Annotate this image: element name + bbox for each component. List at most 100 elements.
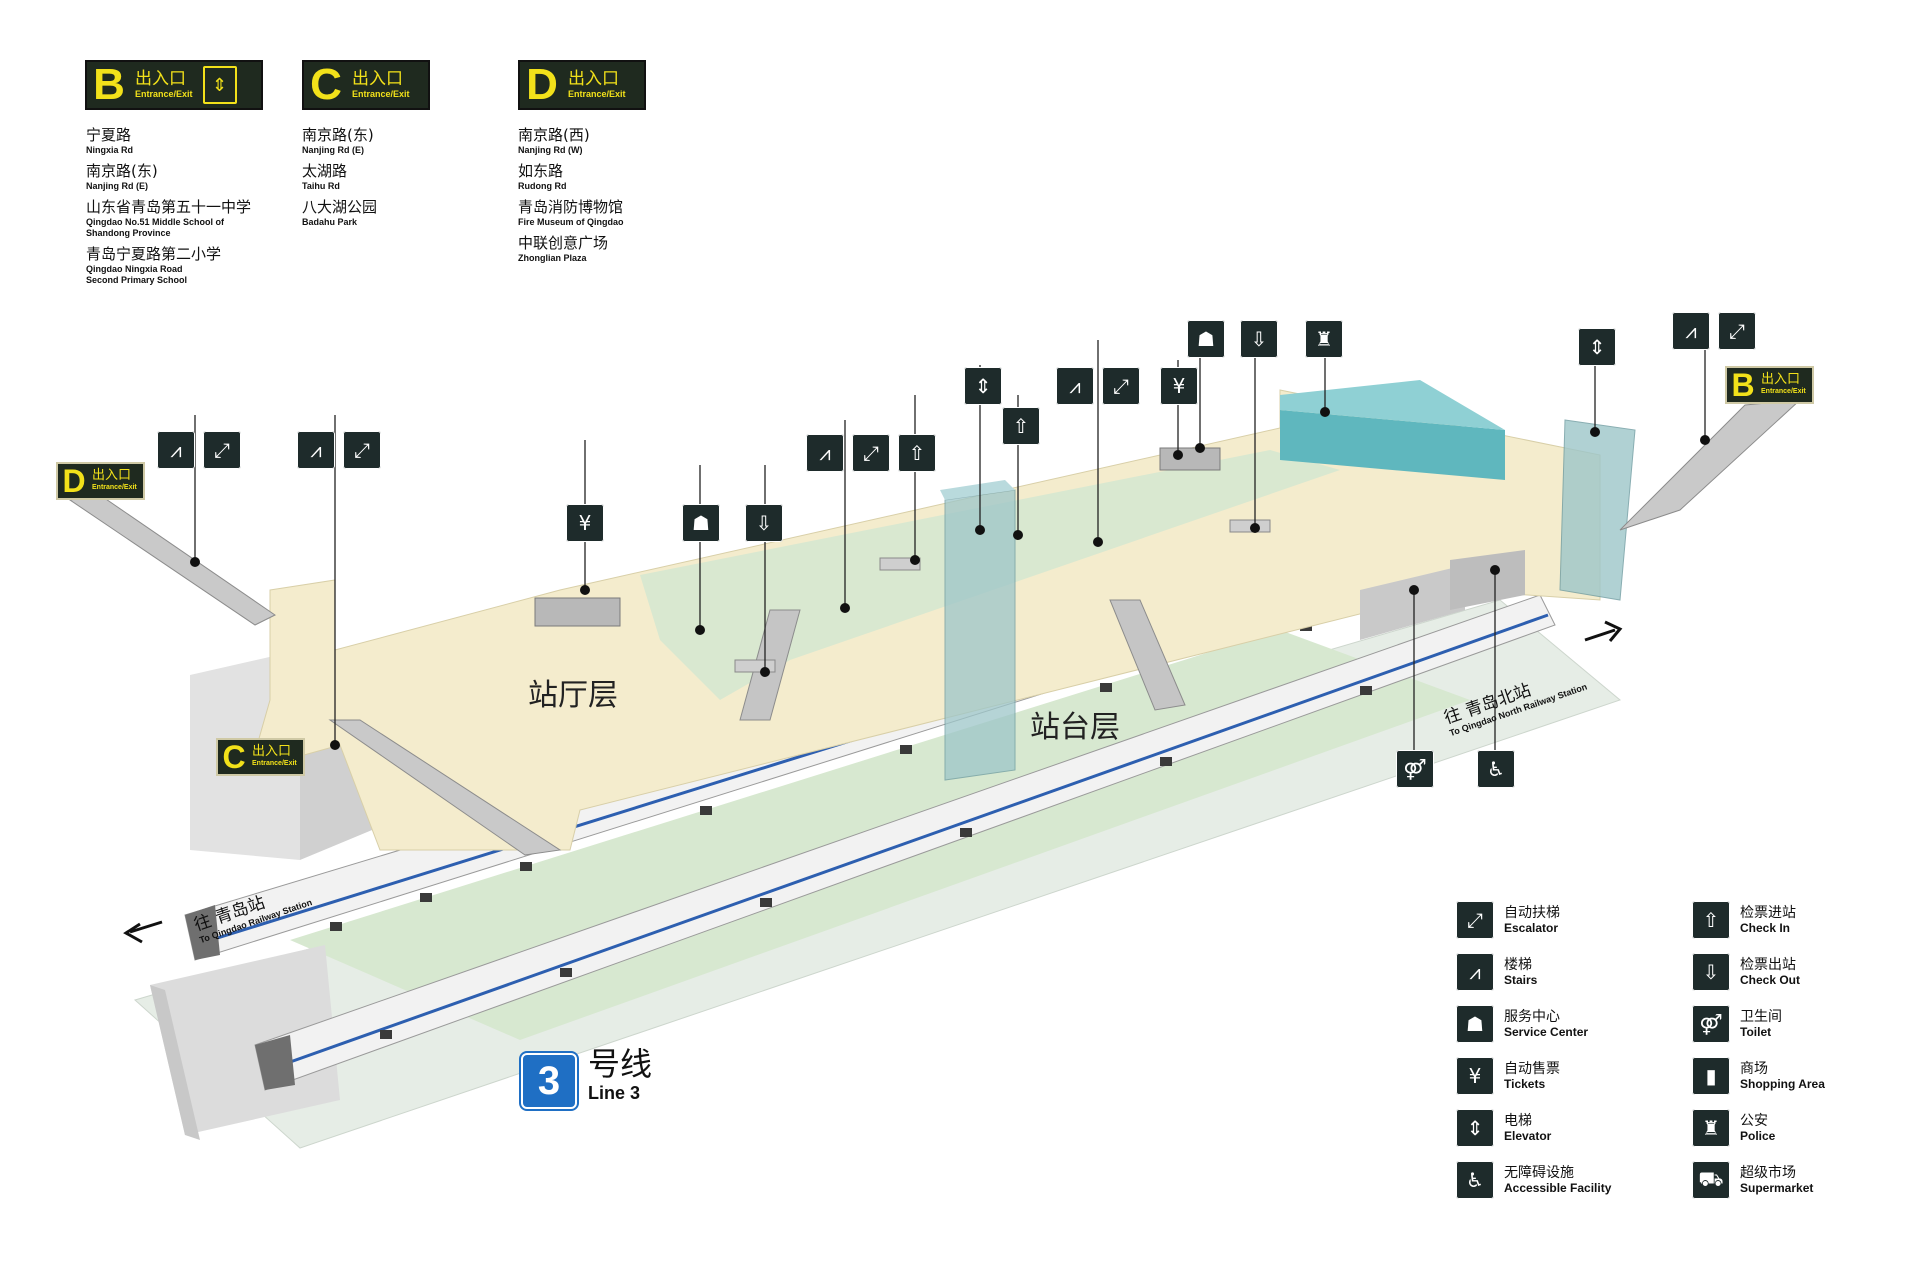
- legend-label-en: Toilet: [1740, 1024, 1772, 1039]
- elevator-icon: ⇕: [964, 367, 1002, 405]
- escalator-icon: ⤢: [1456, 901, 1494, 939]
- tickets-icon: ¥: [566, 504, 604, 542]
- escalator-icon: ⤢: [852, 434, 890, 472]
- destination-item: 南京路(东)Nanjing Rd (E): [86, 162, 158, 191]
- check-in-icon: ⇧: [1692, 901, 1730, 939]
- exit-d-label: 出入口: [568, 69, 619, 89]
- legend-label: 自动售票: [1504, 1060, 1560, 1077]
- exit-c-label: 出入口: [352, 69, 403, 89]
- shop-block: [1280, 410, 1505, 480]
- destination-item: 南京路(东)Nanjing Rd (E): [302, 126, 374, 155]
- legend-label: 商场: [1740, 1060, 1768, 1077]
- legend-label-en: Tickets: [1504, 1076, 1546, 1091]
- tickets-icon: ¥: [1160, 367, 1198, 405]
- station-end-block: [150, 945, 340, 1135]
- leader-dots: [190, 407, 1710, 750]
- platform-room-b: [1450, 550, 1525, 610]
- legend-label: 超级市场: [1740, 1164, 1796, 1181]
- toilet-icon: ⚤: [1396, 750, 1434, 788]
- legend-label-en: Police: [1740, 1128, 1776, 1143]
- legend-label: 电梯: [1504, 1112, 1532, 1129]
- platform-level-label: 站台层: [1030, 710, 1120, 745]
- elevator-icon: ⇕: [1578, 328, 1616, 366]
- destination-item: 南京路(西)Nanjing Rd (W): [518, 126, 590, 155]
- escalator-center-2: [1109, 599, 1186, 711]
- legend-label-en: Supermarket: [1740, 1180, 1814, 1195]
- exit-b-letter: B: [93, 60, 125, 109]
- exit-c-sign: C 出入口 Entrance/Exit: [302, 60, 430, 110]
- legend-label-en: Elevator: [1504, 1128, 1552, 1143]
- shopping-area-icon: ▮: [1692, 1057, 1730, 1095]
- exit-d-letter: D: [526, 60, 558, 109]
- direction-arrow-south: [123, 920, 163, 944]
- legend-label: 检票进站: [1740, 904, 1796, 921]
- elevator-shaft-right: [1559, 419, 1636, 601]
- stairs-icon: ⩘: [1056, 367, 1094, 405]
- legend-label: 卫生间: [1740, 1008, 1782, 1025]
- tickets-icon: ¥: [1456, 1057, 1494, 1095]
- check-out-icon: ⇩: [1240, 320, 1278, 358]
- legend-label-en: Shopping Area: [1740, 1076, 1825, 1091]
- service-center-icon: ☗: [682, 504, 720, 542]
- stairs-icon: ⩘: [806, 434, 844, 472]
- police-icon: ♜: [1692, 1109, 1730, 1147]
- elevator-shaft-center: [944, 489, 1016, 781]
- legend-label: 服务中心: [1504, 1008, 1560, 1025]
- police-icon: ♜: [1305, 320, 1343, 358]
- legend-label: 自动扶梯: [1504, 904, 1560, 921]
- platform-room-a: [1360, 565, 1465, 640]
- service-center-icon: ☗: [1456, 1005, 1494, 1043]
- legend-label-en: Accessible Facility: [1504, 1180, 1612, 1195]
- toilet-icon: ⚤: [1692, 1005, 1730, 1043]
- escalator-icon: ⤢: [1102, 367, 1140, 405]
- supermarket-icon: ⛟: [1692, 1161, 1730, 1199]
- legend-label: 公安: [1740, 1112, 1768, 1129]
- legend-label-en: Service Center: [1504, 1024, 1589, 1039]
- exit-b-sign: B 出入口 Entrance/Exit ⇕: [85, 60, 263, 110]
- exit-c-letter: C: [310, 60, 342, 109]
- legend-label: 无障碍设施: [1504, 1164, 1574, 1181]
- check-out-icon: ⇩: [745, 504, 783, 542]
- elevator-icon: ⇕: [202, 66, 237, 104]
- service-center-icon: ☗: [1187, 320, 1225, 358]
- direction-arrow-north: [1584, 620, 1623, 642]
- accessible-facility-icon: ♿: [1477, 750, 1515, 788]
- exit-c-label-en: Entrance/Exit: [352, 89, 410, 99]
- check-in-icon: ⇧: [1002, 407, 1040, 445]
- stairs-icon: ⩘: [297, 431, 335, 469]
- legend-label-en: Check Out: [1740, 972, 1801, 987]
- escalator-left-d: [68, 494, 276, 626]
- legend-label-en: Stairs: [1504, 972, 1538, 987]
- stairs-icon: ⩘: [1456, 953, 1494, 991]
- line-3-badge: 3: [521, 1053, 577, 1109]
- legend-label: 检票出站: [1740, 956, 1796, 973]
- escalator-c: [328, 719, 562, 856]
- legend-label: 楼梯: [1504, 956, 1532, 973]
- elevator-icon: ⇕: [1456, 1109, 1494, 1147]
- exit-b-label-en: Entrance/Exit: [135, 89, 193, 99]
- concourse-level-label: 站厅层: [528, 678, 618, 713]
